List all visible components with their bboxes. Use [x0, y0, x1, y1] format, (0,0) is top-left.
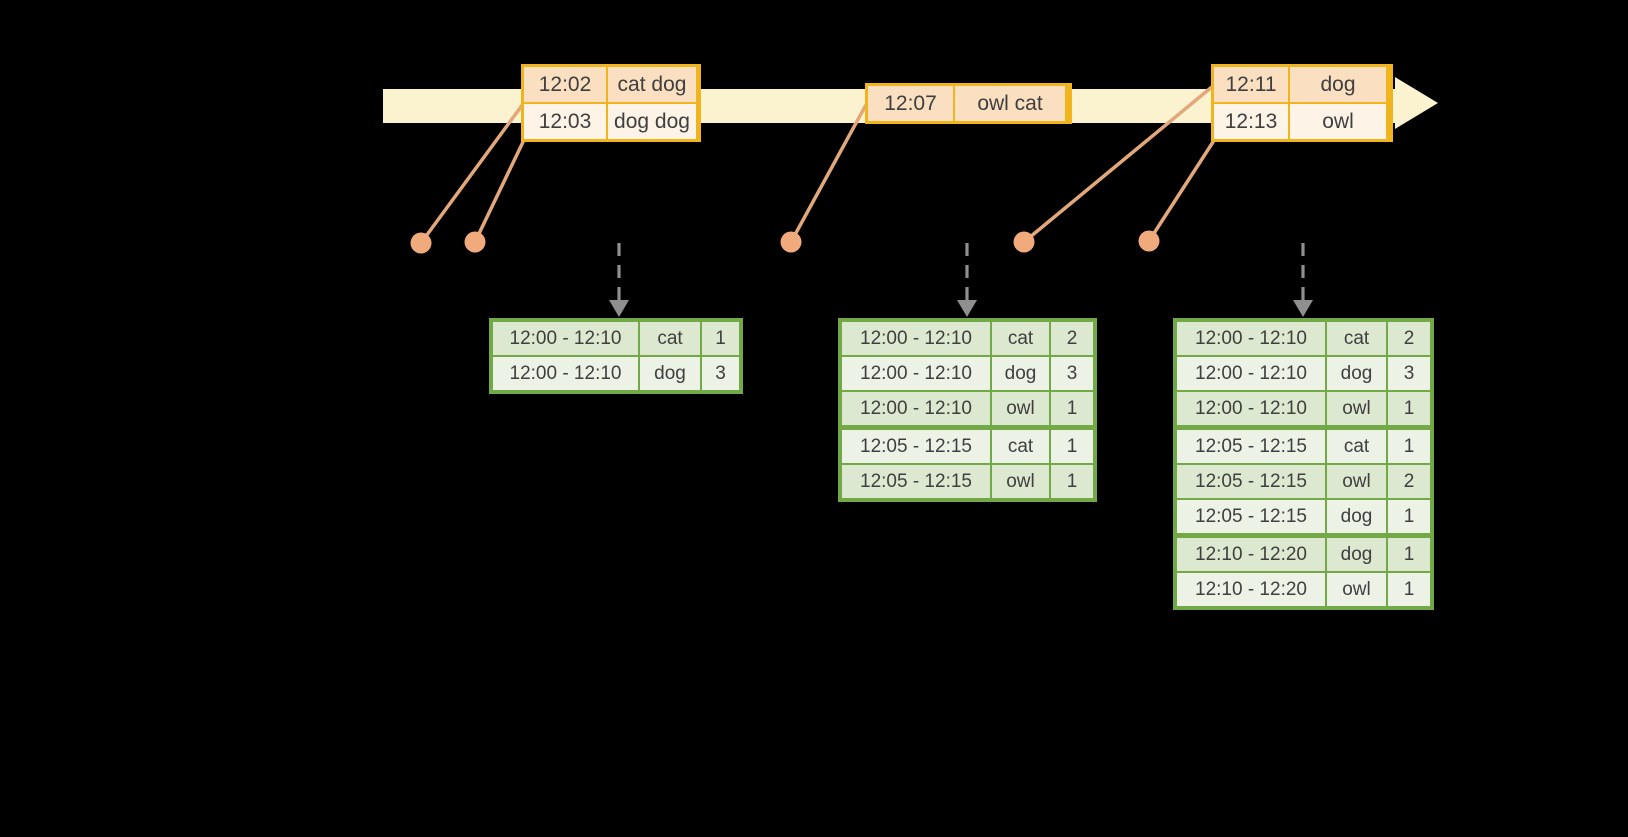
table-cell: 2 — [1051, 322, 1093, 355]
table-cell: dog dog — [608, 104, 696, 139]
table-cell: owl — [1290, 104, 1386, 139]
table-cell: 12:02 — [524, 67, 606, 102]
event-dot — [410, 232, 432, 254]
event-connector-line — [419, 102, 525, 245]
table-cell: 1 — [1051, 392, 1093, 425]
table-cell: 12:00 - 12:10 — [842, 357, 990, 390]
event-connector-line — [1022, 84, 1215, 244]
table-cell: 12:00 - 12:10 — [493, 357, 638, 390]
table-cell: 1 — [702, 322, 739, 355]
trigger-arrow — [609, 243, 629, 317]
table-cell: 12:00 - 12:10 — [1177, 357, 1325, 390]
table-cell: 1 — [1051, 430, 1093, 463]
table-cell: dog — [992, 357, 1049, 390]
table-cell: 12:00 - 12:10 — [493, 322, 638, 355]
table-cell: 12:05 - 12:15 — [842, 465, 990, 498]
event-dot — [1013, 231, 1035, 253]
table-cell: 12:05 - 12:15 — [1177, 465, 1325, 498]
table-cell: 12:05 - 12:15 — [1177, 430, 1325, 463]
table-cell: 12:03 — [524, 104, 606, 139]
table-cell: dog — [1290, 67, 1386, 102]
table-cell: 3 — [1388, 357, 1430, 390]
table-cell: 3 — [702, 357, 739, 390]
table-cell: cat — [640, 322, 700, 355]
table-cell: 3 — [1051, 357, 1093, 390]
trigger-arrow — [1293, 243, 1313, 317]
table-cell: cat — [1327, 322, 1386, 355]
stream-arrowhead-icon — [1395, 77, 1438, 129]
table-cell: 12:00 - 12:10 — [842, 392, 990, 425]
table-cell: 12:13 — [1214, 104, 1288, 139]
arrow-down-icon — [609, 300, 629, 317]
table-cell: 12:05 - 12:15 — [1177, 500, 1325, 533]
table-cell: 2 — [1388, 465, 1430, 498]
table-cell: 12:10 - 12:20 — [1177, 538, 1325, 571]
table-cell: dog — [640, 357, 700, 390]
table-cell: owl — [1327, 573, 1386, 606]
table-cell: 1 — [1388, 538, 1430, 571]
table-cell: cat dog — [608, 67, 696, 102]
table-cell: 12:00 - 12:10 — [1177, 392, 1325, 425]
table-cell: 12:11 — [1214, 67, 1288, 102]
trigger-arrow — [957, 243, 977, 317]
event-connector-line — [789, 101, 869, 244]
table-cell: owl — [1327, 392, 1386, 425]
table-cell: dog — [1327, 538, 1386, 571]
table-cell: dog — [1327, 357, 1386, 390]
table-cell: 1 — [1388, 500, 1430, 533]
arrow-down-icon — [957, 300, 977, 317]
table-cell: 12:10 - 12:20 — [1177, 573, 1325, 606]
event-dot — [464, 231, 486, 253]
event-dot — [780, 231, 802, 253]
event-connector-line — [473, 140, 525, 244]
table-cell: dog — [1327, 500, 1386, 533]
table-cell: 1 — [1388, 392, 1430, 425]
table-cell: 1 — [1388, 430, 1430, 463]
table-cell: owl — [1327, 465, 1386, 498]
event-connector-line — [1147, 140, 1215, 243]
table-cell: cat — [992, 430, 1049, 463]
arrow-down-icon — [1293, 300, 1313, 317]
table-cell: owl cat — [955, 86, 1065, 121]
table-cell: 12:07 — [868, 86, 953, 121]
table-cell: owl — [992, 392, 1049, 425]
table-cell: cat — [1327, 430, 1386, 463]
table-cell: 12:00 - 12:10 — [842, 322, 990, 355]
event-dot — [1138, 230, 1160, 252]
table-cell: 1 — [1388, 573, 1430, 606]
table-cell: owl — [992, 465, 1049, 498]
table-cell: 12:00 - 12:10 — [1177, 322, 1325, 355]
table-cell: 1 — [1051, 465, 1093, 498]
table-cell: cat — [992, 322, 1049, 355]
table-cell: 2 — [1388, 322, 1430, 355]
table-cell: 12:05 - 12:15 — [842, 430, 990, 463]
